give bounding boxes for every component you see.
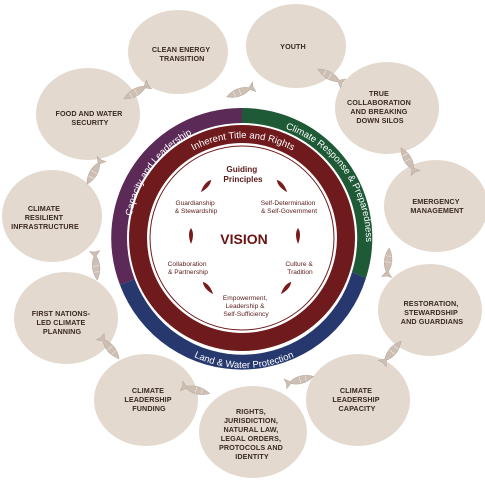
fish-icon <box>380 247 393 278</box>
petal-climate-resilient-infrastructure: CLIMATE RESILIENT INFRASTRUCTURE <box>2 170 102 262</box>
petal-label-emergency-management: EMERGENCY MANAGEMENT <box>410 197 464 215</box>
petal-clean-energy: CLEAN ENERGY TRANSITION <box>128 10 228 94</box>
feather-icon <box>189 228 193 244</box>
petal-label-climate-resilient-infrastructure: CLIMATE RESILIENT INFRASTRUCTURE <box>11 204 79 231</box>
center-circle: Guiding Principles Guardianship & Stewar… <box>168 165 318 318</box>
petal-first-nations-planning: FIRST NATIONS- LED CLIMATE PLANNING <box>14 272 118 364</box>
fish-icon <box>226 81 257 98</box>
petal-restoration: RESTORATION, STEWARDSHIP AND GUARDIANS <box>378 264 482 356</box>
petal-emergency-management: EMERGENCY MANAGEMENT <box>384 160 485 252</box>
feathers <box>189 179 300 295</box>
petal-true-collaboration: TRUE COLLABORATION AND BREAKING DOWN SIL… <box>335 62 439 154</box>
fish-icon <box>283 375 315 390</box>
guiding-principles-title: Guiding Principles <box>223 165 263 184</box>
petal-label-youth: YOUTH <box>280 42 306 51</box>
petal-food-water-security: FOOD AND WATER SECURITY <box>36 68 140 160</box>
ring-segment-climate <box>242 107 373 278</box>
petal-label-clean-energy: CLEAN ENERGY TRANSITION <box>152 45 212 63</box>
petal-label-food-water-security: FOOD AND WATER SECURITY <box>56 109 125 127</box>
fish-icon <box>95 332 120 360</box>
feather-icon <box>280 281 292 295</box>
petal-label-first-nations-planning: FIRST NATIONS- LED CLIMATE PLANNING <box>32 309 92 336</box>
fish-separators <box>86 68 421 395</box>
vision-title: VISION <box>220 231 267 247</box>
feather-icon <box>202 281 214 295</box>
fish-icon <box>123 79 153 100</box>
feather-icon <box>200 179 212 193</box>
petal-climate-leadership-funding: CLIMATE LEADERSHIP FUNDING <box>94 354 198 446</box>
feather-icon <box>296 228 300 244</box>
fish-icon <box>400 147 421 177</box>
principle-empowerment: Empowerment, Leadership & Self-Sufficien… <box>223 295 269 318</box>
principle-collaboration: Collaboration & Partnership <box>168 261 209 276</box>
ring-segment-land <box>120 272 366 370</box>
petal-climate-leadership-capacity: CLIMATE LEADERSHIP CAPACITY <box>306 354 410 446</box>
petal-label-climate-leadership-capacity: CLIMATE LEADERSHIP CAPACITY <box>332 386 381 413</box>
petals: CLEAN ENERGY TRANSITION YOUTH TRUE COLLA… <box>2 4 485 478</box>
principle-culture: Culture & Tradition <box>285 261 314 276</box>
petal-youth: YOUTH <box>246 4 346 88</box>
principle-guardianship: Guardianship & Stewardship <box>175 200 218 215</box>
petal-label-climate-leadership-funding: CLIMATE LEADERSHIP FUNDING <box>124 386 173 413</box>
ring-segment-capacity <box>111 107 242 286</box>
fish-icon <box>377 340 402 368</box>
fish-icon <box>86 155 107 185</box>
feather-icon <box>276 179 288 193</box>
principle-self-determination: Self-Determination & Self-Government <box>261 200 317 215</box>
petal-label-restoration: RESTORATION, STEWARDSHIP AND GUARDIANS <box>401 299 463 326</box>
fish-icon <box>179 380 211 395</box>
petal-label-rights-jurisdiction: RIGHTS, JURISDICTION, NATURAL LAW, LEGAL… <box>219 407 285 461</box>
fish-icon <box>317 68 347 89</box>
petal-label-true-collaboration: TRUE COLLABORATION AND BREAKING DOWN SIL… <box>347 89 413 125</box>
petal-rights-jurisdiction: RIGHTS, JURISDICTION, NATURAL LAW, LEGAL… <box>199 386 307 478</box>
fish-icon <box>88 250 101 281</box>
